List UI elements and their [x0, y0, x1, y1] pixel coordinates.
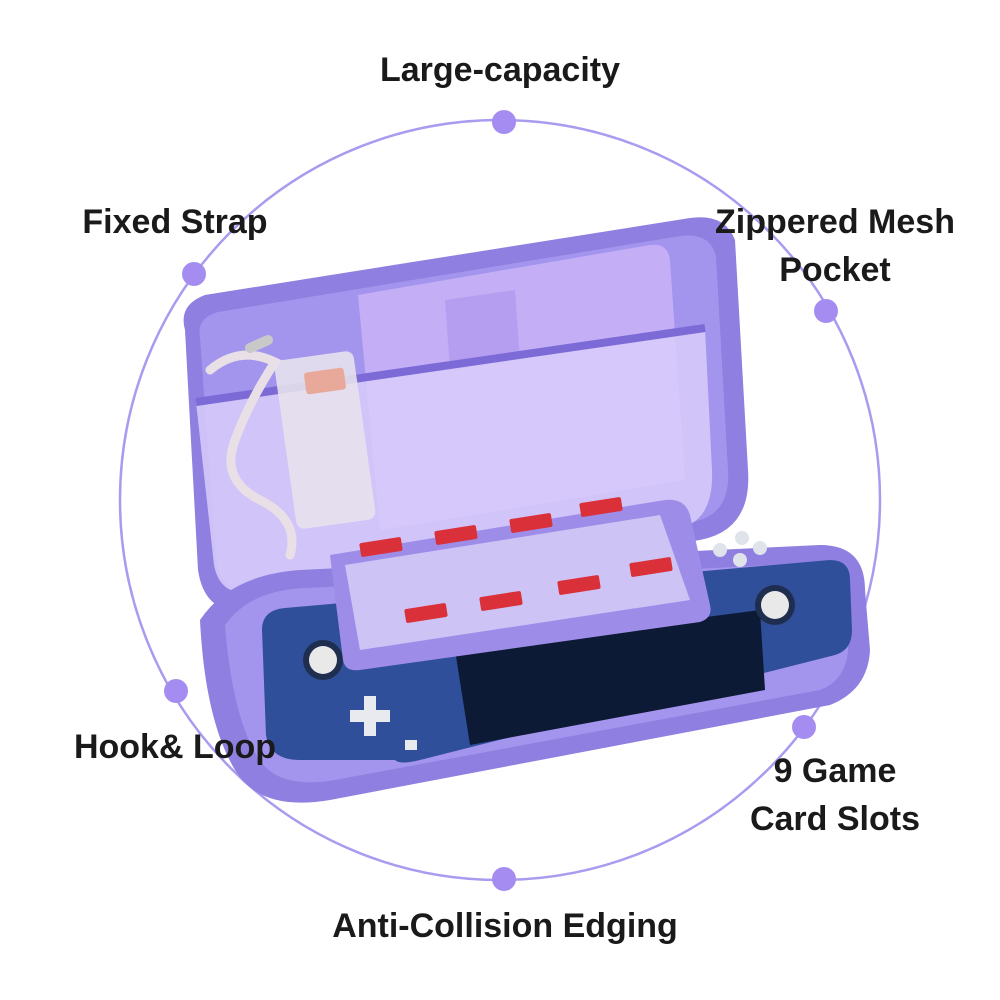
- label-large-capacity: Large-capacity: [380, 51, 620, 89]
- label-anti-collision-edging: Anti-Collision Edging: [332, 907, 678, 945]
- card-slot-flap: [330, 497, 711, 671]
- label-game-card-slots: 9 Game Card Slots: [749, 752, 921, 838]
- dot-large-capacity: [492, 110, 516, 134]
- dot-fixed-strap: [182, 262, 206, 286]
- label-zippered-mesh-pocket: Zippered Mesh Pocket: [715, 203, 955, 289]
- dot-game-card-slots: [792, 715, 816, 739]
- dot-anti-collision-edging: [492, 867, 516, 891]
- dot-zippered-mesh-pocket: [814, 299, 838, 323]
- label-fixed-strap: Fixed Strap: [82, 203, 268, 241]
- label-hook-loop: Hook& Loop: [73, 728, 277, 766]
- dot-hook-loop: [164, 679, 188, 703]
